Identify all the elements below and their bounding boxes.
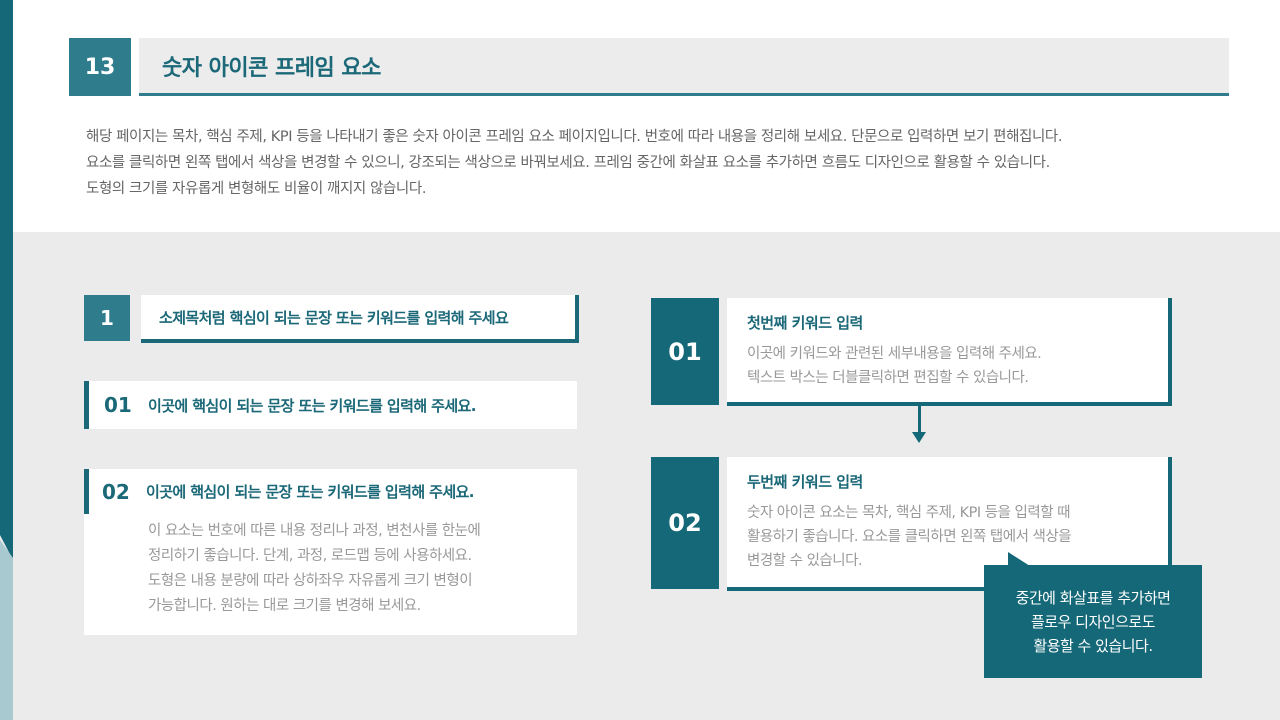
page-number-badge: 13 [69, 38, 131, 96]
description-line: 해당 페이지는 목차, 핵심 주제, KPI 등을 나타내기 좋은 숫자 아이콘… [86, 129, 1063, 145]
subtitle-number-badge[interactable]: 1 [84, 295, 130, 341]
body-line: 활용하기 좋습니다. 요소를 클릭하면 왼쪽 탭에서 색상을 [747, 529, 1072, 545]
step-body: 이곳에 키워드와 관련된 세부내용을 입력해 주세요. 텍스트 박스는 더블클릭… [747, 342, 1042, 390]
callout-line: 플로우 디자인으로도 [1031, 612, 1155, 631]
description-line: 도형의 크기를 자유롭게 변형해도 비율이 깨지지 않습니다. [86, 181, 427, 197]
body-line: 이곳에 키워드와 관련된 세부내용을 입력해 주세요. [747, 346, 1042, 362]
body-line: 텍스트 박스는 더블클릭하면 편집할 수 있습니다. [747, 370, 1029, 386]
step-box-01[interactable]: 첫번째 키워드 입력 이곳에 키워드와 관련된 세부내용을 입력해 주세요. 텍… [727, 298, 1172, 406]
callout-box[interactable]: 중간에 화살표를 추가하면 플로우 디자인으로도 활용할 수 있습니다. [984, 565, 1202, 678]
callout-pointer [1008, 552, 1030, 566]
item-heading: 이곳에 핵심이 되는 문장 또는 키워드를 입력해 주세요. [148, 396, 476, 415]
left-decoration-strip [0, 0, 13, 560]
item-body: 이 요소는 번호에 따른 내용 정리나 과정, 변천사를 한눈에 정리하기 좋습… [148, 519, 568, 619]
left-decoration-strip-light [0, 540, 13, 720]
step-title: 두번째 키워드 입력 [747, 473, 863, 491]
body-line: 가능합니다. 원하는 대로 크기를 변경해 보세요. [148, 598, 421, 614]
item-header: 02 이곳에 핵심이 되는 문장 또는 키워드를 입력해 주세요. [84, 469, 474, 514]
description-line: 요소를 클릭하면 왼쪽 탭에서 색상을 변경할 수 있으니, 강조되는 색상으로… [86, 155, 1050, 171]
body-line: 숫자 아이콘 요소는 목차, 핵심 주제, KPI 등을 입력할 때 [747, 505, 1071, 521]
body-line: 정리하기 좋습니다. 단계, 과정, 로드맵 등에 사용하세요. [148, 548, 472, 564]
callout-line: 활용할 수 있습니다. [1033, 636, 1153, 655]
step-body: 숫자 아이콘 요소는 목차, 핵심 주제, KPI 등을 입력할 때 활용하기 … [747, 501, 1072, 573]
body-line: 도형은 내용 분량에 따라 상하좌우 자유롭게 크기 변형이 [148, 573, 473, 589]
numbered-item-01[interactable]: 01 이곳에 핵심이 되는 문장 또는 키워드를 입력해 주세요. [84, 381, 577, 429]
step-number-badge-01[interactable]: 01 [651, 298, 719, 405]
item-heading: 이곳에 핵심이 되는 문장 또는 키워드를 입력해 주세요. [146, 483, 474, 501]
numbered-item-02[interactable]: 02 이곳에 핵심이 되는 문장 또는 키워드를 입력해 주세요. 이 요소는 … [84, 469, 577, 635]
subtitle-text: 소제목처럼 핵심이 되는 문장 또는 키워드를 입력해 주세요 [159, 308, 509, 327]
page-title[interactable]: 숫자 아이콘 프레임 요소 [162, 55, 381, 81]
step-title: 첫번째 키워드 입력 [747, 314, 863, 332]
item-number: 02 [102, 479, 130, 504]
callout-line: 중간에 화살표를 추가하면 [1015, 588, 1171, 607]
accent-bar [84, 469, 89, 514]
title-bar: 숫자 아이콘 프레임 요소 [139, 38, 1229, 96]
body-line: 이 요소는 번호에 따른 내용 정리나 과정, 변천사를 한눈에 [148, 523, 481, 539]
item-number: 01 [104, 393, 132, 417]
body-line: 변경할 수 있습니다. [747, 553, 863, 569]
arrow-down-icon [912, 432, 926, 443]
subtitle-box[interactable]: 소제목처럼 핵심이 되는 문장 또는 키워드를 입력해 주세요 [141, 295, 579, 343]
description-text[interactable]: 해당 페이지는 목차, 핵심 주제, KPI 등을 나타내기 좋은 숫자 아이콘… [86, 124, 1236, 202]
flow-arrow-line [918, 405, 921, 433]
step-number-badge-02[interactable]: 02 [651, 457, 719, 589]
